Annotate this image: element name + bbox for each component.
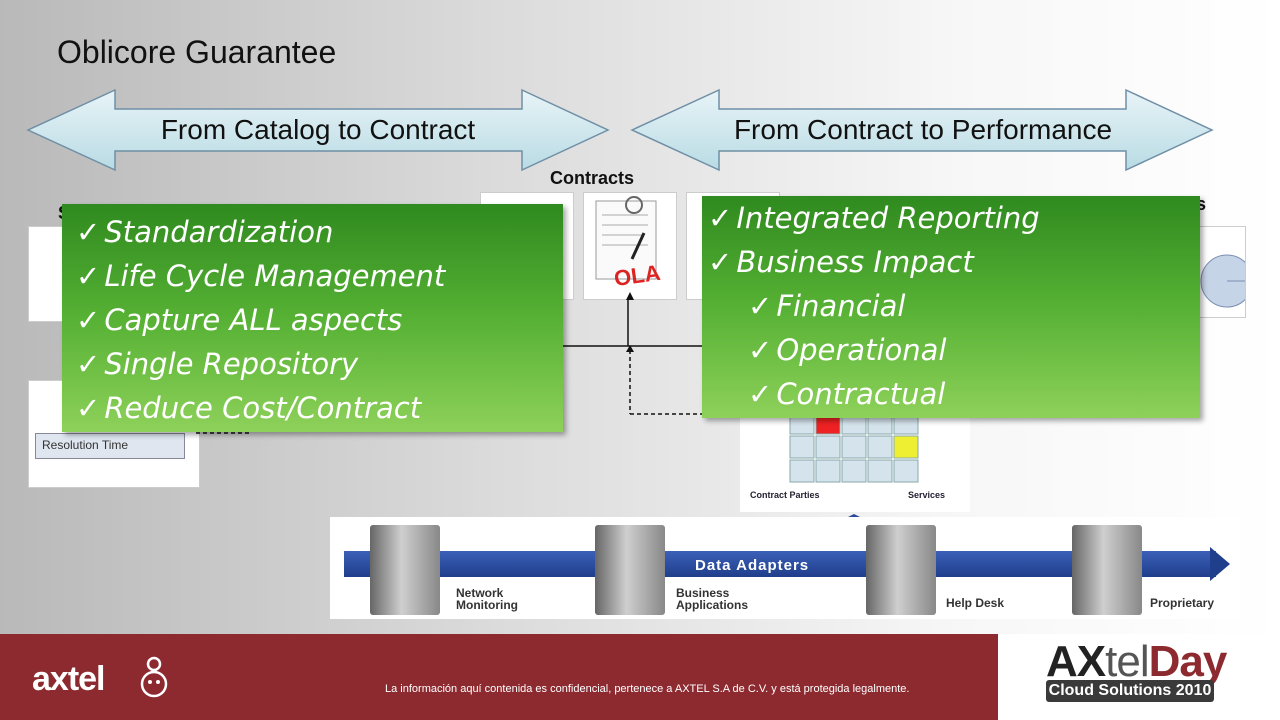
check-icon: ✓ [708, 245, 733, 279]
benefit-subitem: ✓Operational [748, 333, 947, 367]
contract-parties-label: Contract Parties [750, 490, 820, 500]
contract-thumbnail-ola: OLA [583, 192, 677, 300]
source-business-applications: Business Applications [676, 586, 749, 612]
benefit-item: ✓Standardization [76, 215, 334, 249]
check-icon: ✓ [748, 377, 773, 411]
left-benefits-box: ✓Standardization ✓Life Cycle Management … [62, 204, 563, 432]
source-help-desk: Help Desk [946, 596, 1005, 610]
bar-arrowhead [1210, 547, 1230, 581]
server-icon-proprietary [1072, 525, 1142, 615]
benefit-item: ✓Integrated Reporting [708, 201, 1040, 235]
contracts-label: Contracts [550, 168, 635, 188]
benefit-item: ✓Business Impact [708, 245, 974, 279]
server-icon-network [370, 525, 440, 615]
benefit-item: ✓Reduce Cost/Contract [76, 391, 422, 425]
axtel-mascot-icon [140, 656, 168, 698]
right-arrow-label: From Contract to Performance [733, 114, 1113, 145]
source-network-monitoring: Network Monitoring [456, 586, 518, 612]
check-icon: ✓ [76, 259, 101, 293]
right-double-arrow [630, 88, 1214, 172]
services-label: Services [908, 490, 946, 500]
right-benefits-box: ✓Integrated Reporting ✓Business Impact ✓… [702, 196, 1200, 418]
document-icon [595, 196, 657, 280]
check-icon: ✓ [76, 303, 101, 337]
left-arrow-label: From Catalog to Contract [160, 114, 476, 145]
check-icon: ✓ [748, 333, 773, 367]
left-double-arrow [26, 88, 610, 172]
server-icon-helpdesk [866, 525, 936, 615]
arrows-graphic [26, 88, 1214, 172]
report-thumbnail [1194, 226, 1254, 318]
check-icon: ✓ [76, 391, 101, 425]
check-icon: ✓ [748, 289, 773, 323]
server-icon-business [595, 525, 665, 615]
axtel-logo: axtel [32, 660, 105, 698]
check-icon: ✓ [76, 347, 101, 381]
benefit-item: ✓Capture ALL aspects [76, 303, 403, 337]
pie-chart-icon [1200, 254, 1254, 308]
source-proprietary: Proprietary [1150, 596, 1215, 610]
check-icon: ✓ [76, 215, 101, 249]
data-cube-graphic: Contract Parties Services [740, 411, 970, 512]
slide-title: Oblicore Guarantee [57, 34, 337, 70]
check-icon: ✓ [708, 201, 733, 235]
benefit-subitem: ✓Contractual [748, 377, 946, 411]
footer-logo-area [998, 634, 1280, 720]
adapters-bar [344, 551, 1216, 577]
resolution-time-label: Resolution Time [35, 433, 185, 459]
data-adapters-band: Data Adapters Network Monitoring Busines… [330, 517, 1240, 619]
benefit-item: ✓Life Cycle Management [76, 259, 446, 293]
benefit-item: ✓Single Repository [76, 347, 359, 381]
footer-disclaimer: La información aquí contenida es confide… [385, 683, 910, 695]
event-subtitle: Cloud Solutions 2010 [1046, 680, 1214, 702]
right-partial-label: s [1196, 194, 1207, 214]
axtelday-logo: AXtelDay [1046, 637, 1227, 686]
benefit-subitem: ✓Financial [748, 289, 906, 323]
adapters-title: Data Adapters [695, 557, 810, 574]
